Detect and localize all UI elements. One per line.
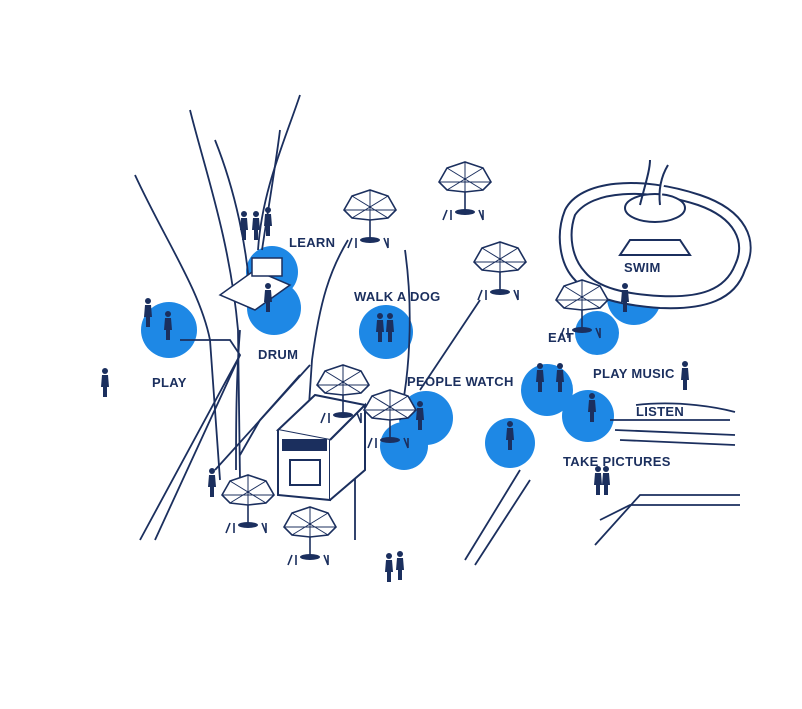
umbrellas	[222, 162, 608, 565]
label-play: PLAY	[152, 375, 187, 390]
label-people-watch: PEOPLE WATCH	[407, 374, 514, 389]
label-eat: EAT	[548, 330, 574, 345]
kiosk	[278, 395, 365, 500]
label-play-music: PLAY MUSIC	[593, 366, 675, 381]
label-take-pictures: TAKE PICTURES	[563, 454, 671, 469]
listen-circle	[562, 390, 614, 442]
label-listen: LISTEN	[636, 404, 684, 419]
label-learn: LEARN	[289, 235, 335, 250]
label-swim: SWIM	[624, 260, 661, 275]
label-drum: DRUM	[258, 347, 298, 362]
label-walk-a-dog: WALK A DOG	[354, 289, 441, 304]
